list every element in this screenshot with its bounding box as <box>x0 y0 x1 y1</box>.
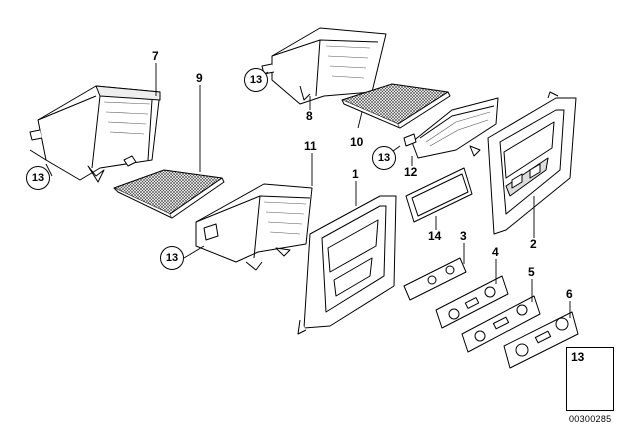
part-5-control-panel <box>461 295 541 353</box>
label-part-8: 8 <box>306 109 313 123</box>
label-part-4: 4 <box>492 245 499 259</box>
part-9-storage-mat <box>113 169 225 219</box>
part-10-storage-mat <box>341 83 451 129</box>
label-part-9: 9 <box>196 71 203 85</box>
part-3-control-panel <box>403 257 467 301</box>
label-part-14: 14 <box>428 229 442 243</box>
callout-13-vent: 13 <box>372 146 396 170</box>
label-part-5: 5 <box>528 265 535 279</box>
part-14-frame <box>405 167 473 223</box>
inset-number: 13 <box>571 350 585 364</box>
part-7-upper-storage-box <box>29 85 161 183</box>
part-1-trim-panel <box>297 195 397 335</box>
part-12-air-vent <box>403 97 499 159</box>
part-4-control-panel <box>435 275 509 329</box>
catalog-number: 00300285 <box>569 414 612 424</box>
label-part-6: 6 <box>566 287 573 301</box>
inset-part-13: 13 <box>566 347 614 411</box>
label-part-1: 1 <box>352 167 359 181</box>
label-part-10: 10 <box>350 135 364 149</box>
part-11-lower-storage-box <box>195 183 313 271</box>
part-2-trim-panel <box>487 91 577 235</box>
label-part-7: 7 <box>152 49 159 63</box>
callout-13-left-upper: 13 <box>26 166 50 190</box>
part-6-control-panel <box>503 311 579 369</box>
callout-13-left-lower: 13 <box>160 246 184 270</box>
label-part-12: 12 <box>404 165 418 179</box>
label-part-11: 11 <box>304 139 317 153</box>
label-part-3: 3 <box>460 229 467 243</box>
callout-13-top: 13 <box>244 68 268 92</box>
label-part-2: 2 <box>530 237 537 251</box>
